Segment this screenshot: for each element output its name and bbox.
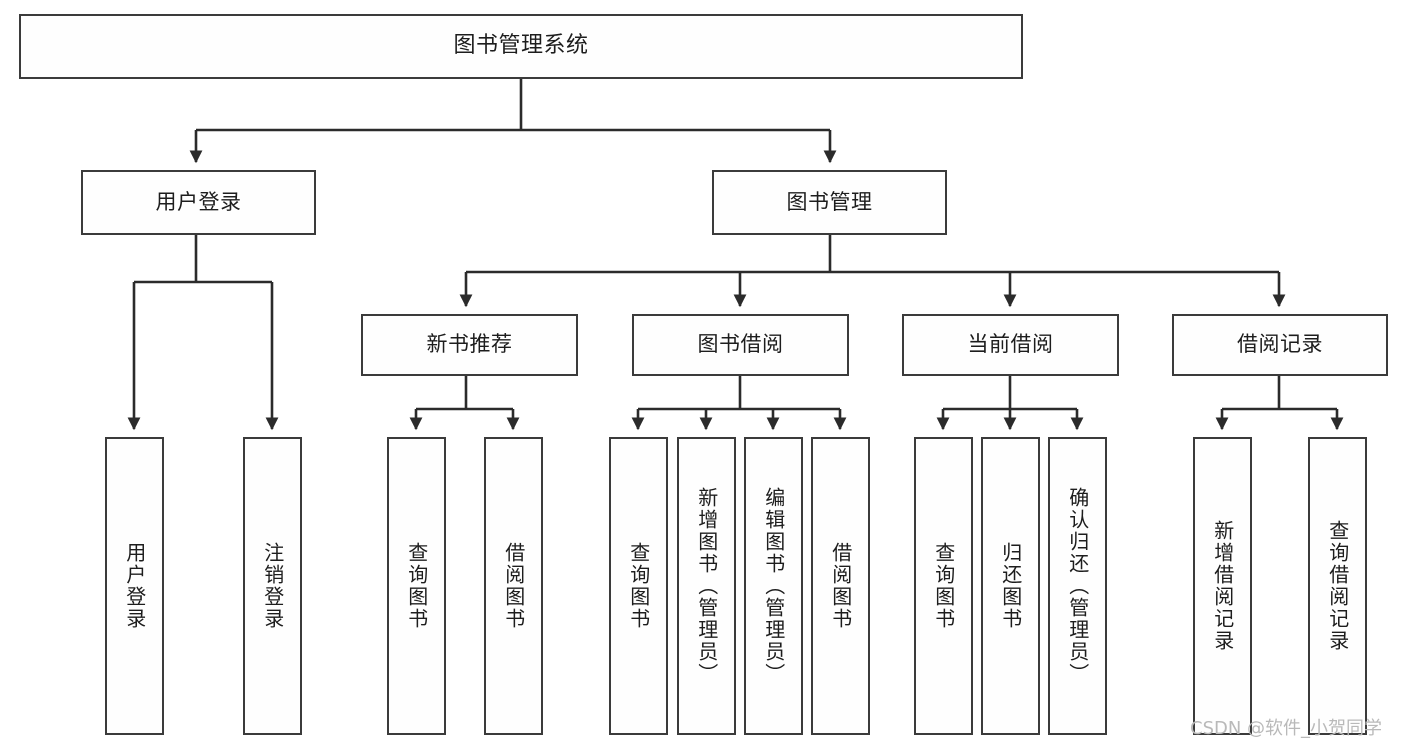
node-leaf-borrow-book-2-label: 借阅图书 xyxy=(828,542,853,630)
node-leaf-logout-login[interactable]: 注销登录 xyxy=(243,437,302,735)
node-leaf-query-book-2[interactable]: 查询图书 xyxy=(609,437,668,735)
node-new-book-recommend[interactable]: 新书推荐 xyxy=(361,314,578,376)
leaf-text-wrap: 归还图书 xyxy=(998,439,1023,733)
node-leaf-add-record-label: 新增借阅记录 xyxy=(1210,520,1235,652)
node-leaf-query-record[interactable]: 查询借阅记录 xyxy=(1308,437,1367,735)
node-book-management[interactable]: 图书管理 xyxy=(712,170,947,235)
node-leaf-return-book[interactable]: 归还图书 xyxy=(981,437,1040,735)
leaf-text-wrap: 新增图书（管理员） xyxy=(694,439,719,733)
leaf-text-wrap: 用户登录 xyxy=(122,439,147,733)
node-leaf-confirm-return-label: 确认归还（管理员） xyxy=(1065,487,1090,685)
leaf-text-wrap: 借阅图书 xyxy=(828,439,853,733)
node-leaf-confirm-return[interactable]: 确认归还（管理员） xyxy=(1048,437,1107,735)
node-leaf-query-book-1-label: 查询图书 xyxy=(404,542,429,630)
node-book-borrow[interactable]: 图书借阅 xyxy=(632,314,849,376)
node-leaf-query-book-3[interactable]: 查询图书 xyxy=(914,437,973,735)
node-leaf-return-book-label: 归还图书 xyxy=(998,542,1023,630)
node-book-borrow-label: 图书借阅 xyxy=(697,332,784,357)
leaf-text-wrap: 新增借阅记录 xyxy=(1210,439,1235,733)
node-leaf-query-book-2-label: 查询图书 xyxy=(626,542,651,630)
node-leaf-add-book-label: 新增图书（管理员） xyxy=(694,487,719,685)
leaf-text-wrap: 查询借阅记录 xyxy=(1325,439,1350,733)
node-leaf-user-login[interactable]: 用户登录 xyxy=(105,437,164,735)
node-new-book-recommend-label: 新书推荐 xyxy=(426,332,513,357)
node-leaf-borrow-book-1-label: 借阅图书 xyxy=(501,542,526,630)
watermark-text: CSDN @软件_小贺同学 xyxy=(1190,718,1383,739)
node-book-management-label: 图书管理 xyxy=(786,189,873,214)
node-leaf-query-book-1[interactable]: 查询图书 xyxy=(387,437,446,735)
node-leaf-borrow-book-1[interactable]: 借阅图书 xyxy=(484,437,543,735)
node-leaf-edit-book[interactable]: 编辑图书（管理员） xyxy=(744,437,803,735)
node-leaf-logout-login-label: 注销登录 xyxy=(260,542,285,630)
leaf-text-wrap: 确认归还（管理员） xyxy=(1065,439,1090,733)
leaf-text-wrap: 借阅图书 xyxy=(501,439,526,733)
leaf-text-wrap: 编辑图书（管理员） xyxy=(761,439,786,733)
node-root[interactable]: 图书管理系统 xyxy=(19,14,1023,79)
node-root-label: 图书管理系统 xyxy=(453,33,589,59)
node-leaf-borrow-book-2[interactable]: 借阅图书 xyxy=(811,437,870,735)
node-leaf-user-login-label: 用户登录 xyxy=(122,542,147,630)
node-leaf-query-book-3-label: 查询图书 xyxy=(931,542,956,630)
node-current-borrow[interactable]: 当前借阅 xyxy=(902,314,1119,376)
node-leaf-edit-book-label: 编辑图书（管理员） xyxy=(761,487,786,685)
node-leaf-add-book[interactable]: 新增图书（管理员） xyxy=(677,437,736,735)
node-borrow-record[interactable]: 借阅记录 xyxy=(1172,314,1388,376)
node-current-borrow-label: 当前借阅 xyxy=(967,332,1054,357)
node-borrow-record-label: 借阅记录 xyxy=(1237,332,1323,357)
node-user-login[interactable]: 用户登录 xyxy=(81,170,316,235)
node-leaf-query-record-label: 查询借阅记录 xyxy=(1325,520,1350,652)
leaf-text-wrap: 查询图书 xyxy=(404,439,429,733)
leaf-text-wrap: 查询图书 xyxy=(931,439,956,733)
leaf-text-wrap: 查询图书 xyxy=(626,439,651,733)
leaf-text-wrap: 注销登录 xyxy=(260,439,285,733)
node-user-login-label: 用户登录 xyxy=(155,189,242,214)
node-leaf-add-record[interactable]: 新增借阅记录 xyxy=(1193,437,1252,735)
